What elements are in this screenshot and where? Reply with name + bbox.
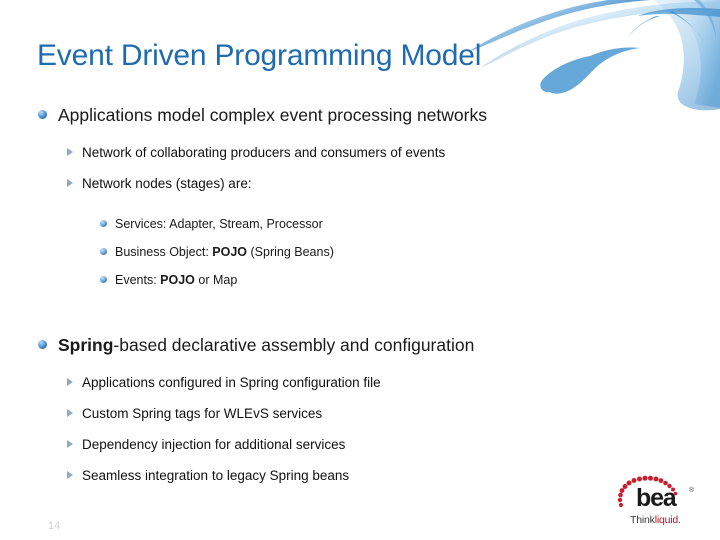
text-pre: Events: [115,273,161,287]
spacer [0,299,720,333]
spacer [0,133,720,143]
logo-trademark: ® [689,487,695,494]
spacer [0,363,720,373]
sphere-bullet-icon [100,248,107,255]
bullet-text: Network nodes (stages) are: [82,176,252,191]
bea-logo: bea ® Thinkliquid. [614,474,706,532]
sphere-bullet-icon [100,276,107,283]
triangle-bullet-icon [67,409,73,417]
text-post: or Map [194,273,238,287]
bullet-level3-item: Business Object: POJO (Spring Beans) [0,243,720,264]
text-pre: Services: Adapter, Stream, Processor [115,217,323,231]
bullet-level2-item: Dependency injection for additional serv… [0,435,720,458]
text-post: (Spring Beans) [247,245,334,259]
bullet-level2-item: Network nodes (stages) are: [0,174,720,197]
bullet-level1-item: Applications model complex event process… [0,103,720,131]
bullet-level1-item: Spring-based declarative assembly and co… [0,333,720,361]
bullet-text: Applications configured in Spring config… [82,375,381,390]
text-pre: Business Object: [115,245,213,259]
triangle-bullet-icon [67,440,73,448]
sphere-bullet-icon [100,220,107,227]
bullet-text: Business Object: POJO (Spring Beans) [115,243,720,261]
triangle-bullet-icon [67,378,73,386]
sphere-bullet-icon [38,340,47,349]
bullet-text: Seamless integration to legacy Spring be… [82,468,350,483]
page-number: 14 [48,520,61,532]
text-post: -based declarative assembly and configur… [113,335,475,355]
bullet-text: Spring-based declarative assembly and co… [58,333,720,357]
tagline-liquid: liquid [654,514,679,526]
tagline-think: Think [630,514,655,526]
slide-body: Applications model complex event process… [0,103,720,497]
logo-wordmark: bea [636,484,677,512]
bullet-text: Services: Adapter, Stream, Processor [115,215,720,233]
bullet-level2-item: Applications configured in Spring config… [0,373,720,396]
bullet-text: Dependency injection for additional serv… [82,437,346,452]
triangle-bullet-icon [67,179,73,187]
text-bold: POJO [160,273,195,287]
bullet-level2-item: Network of collaborating producers and c… [0,143,720,166]
tagline-period: . [678,514,681,526]
bullet-text: Network of collaborating producers and c… [82,145,446,160]
spacer [0,205,720,215]
logo-dot-arc-icon [617,475,678,508]
logo-tagline: Thinkliquid. [630,514,681,526]
text-bold: POJO [212,245,248,259]
sphere-bullet-icon [38,110,47,119]
slide-title: Event Driven Programming Model [37,39,482,72]
content-block-2: Spring-based declarative assembly and co… [0,333,720,489]
bullet-text: Events: POJO or Map [115,271,720,289]
bullet-level3-item: Events: POJO or Map [0,271,720,292]
content-block-1: Applications model complex event process… [0,103,720,292]
bullet-level2-item: Custom Spring tags for WLEvS services [0,404,720,427]
bullet-text: Applications model complex event process… [58,105,487,125]
bullet-level2-item: Seamless integration to legacy Spring be… [0,466,720,489]
triangle-bullet-icon [67,471,73,479]
bullet-level3-item: Services: Adapter, Stream, Processor [0,215,720,236]
triangle-bullet-icon [67,148,73,156]
text-bold: Spring [58,335,114,355]
bullet-text: Custom Spring tags for WLEvS services [82,406,323,421]
